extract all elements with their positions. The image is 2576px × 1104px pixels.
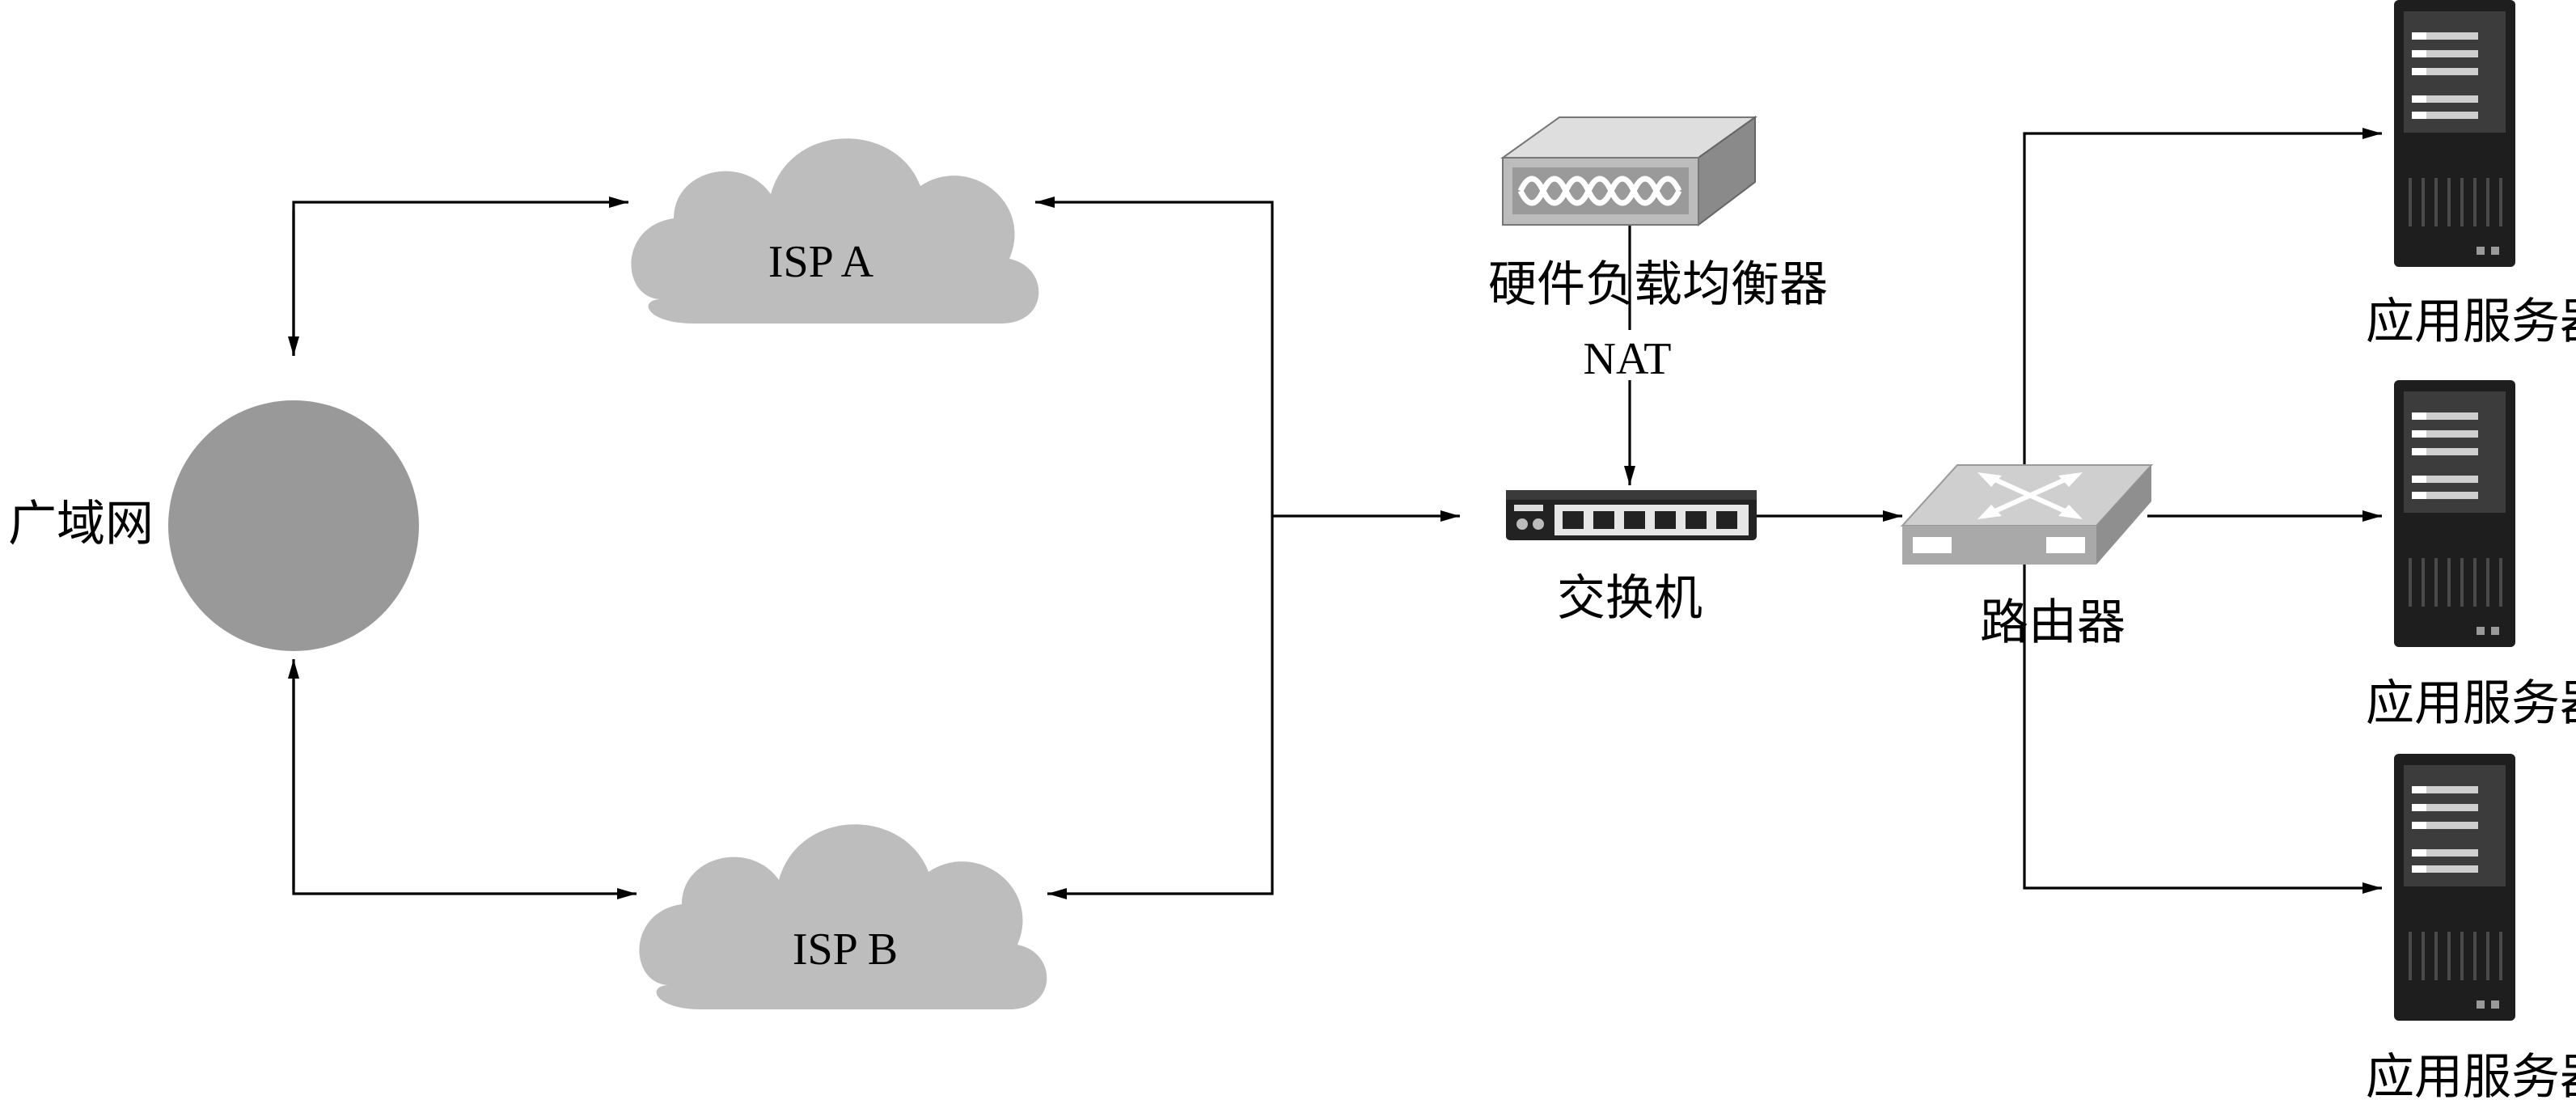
- load-balancer-node: 硬件负载均衡器 NAT: [1488, 116, 1828, 384]
- isp-a-cloud-icon: [631, 138, 1039, 324]
- router-icon: [1900, 464, 2154, 565]
- app-server-1: 应用服务器: [2366, 0, 2576, 349]
- wan-globe-icon: [168, 400, 419, 651]
- switch-node: 交换机: [1506, 490, 1757, 625]
- edge-wan-isp-b: [292, 679, 637, 899]
- wan-label: 广域网: [8, 497, 154, 551]
- isp-b-label: ISP B: [793, 924, 898, 975]
- edge-router-server-3: [2023, 558, 2382, 894]
- switch-label: 交换机: [1557, 572, 1703, 625]
- switch-icon: [1506, 490, 1757, 540]
- edge-trunk-isp-b: [1047, 516, 1274, 899]
- isp-b-node: ISP B: [639, 824, 1047, 1009]
- server-icon: [2394, 754, 2515, 1021]
- isp-a-node: ISP A: [631, 138, 1039, 324]
- app-server-2: 应用服务器: [2366, 380, 2576, 730]
- app-server-2-label: 应用服务器: [2366, 677, 2576, 730]
- router-label: 路由器: [1980, 596, 2126, 649]
- router-node: 路由器: [1900, 464, 2154, 649]
- edge-router-server-1: [2023, 128, 2382, 473]
- server-icon: [2394, 0, 2515, 267]
- edge-wan-isp-a: [292, 197, 628, 356]
- nat-label: NAT: [1584, 334, 1672, 384]
- connections: [288, 128, 2382, 899]
- load-balancer-label: 硬件负载均衡器: [1488, 258, 1828, 311]
- app-server-3: 应用服务器: [2366, 754, 2576, 1104]
- app-server-1-label: 应用服务器: [2366, 295, 2576, 349]
- server-icon: [2394, 380, 2515, 647]
- wan-node: 广域网: [8, 400, 419, 651]
- edge-trunk-isp-a: [1035, 197, 1274, 516]
- app-server-3-label: 应用服务器: [2366, 1051, 2576, 1104]
- isp-b-cloud-icon: [639, 824, 1047, 1009]
- isp-a-label: ISP A: [768, 237, 874, 287]
- load-balancer-icon: [1499, 116, 1758, 227]
